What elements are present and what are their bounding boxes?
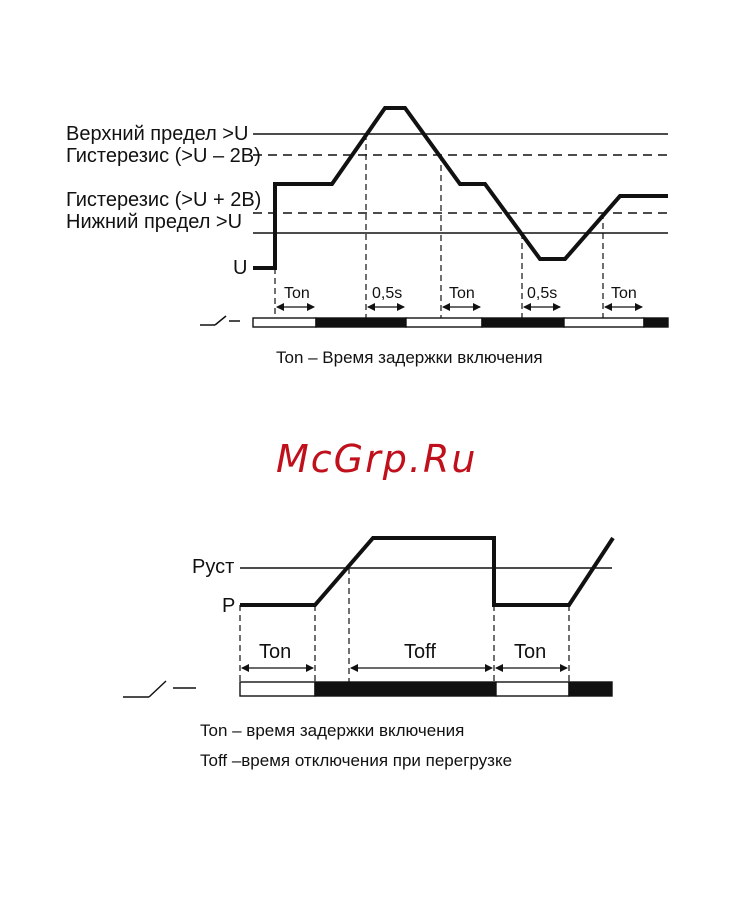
interval-label: Ton	[611, 285, 637, 302]
hysteresis-lower-label: Гистерезис (>U + 2B)	[66, 189, 261, 211]
interval-label: 0,5s	[527, 285, 557, 302]
power-signal-curve	[240, 538, 613, 605]
diagram2-caption-toff: Toff –время отключения при перегрузке	[200, 751, 512, 770]
voltage-relay-diagram: Верхний предел >U Гистерезис (>U – 2B) Г…	[66, 108, 668, 367]
interval-label: Toff	[404, 641, 436, 663]
power-relay-diagram: Руст P Ton Toff Ton Ton	[123, 538, 613, 770]
event-markers	[240, 568, 569, 682]
relay-state-bar	[253, 318, 668, 327]
signal-label-p: P	[222, 595, 235, 617]
setpoint-label: Руст	[192, 556, 234, 578]
diagram1-caption: Ton – Время задержки включения	[276, 348, 543, 367]
relay-contact-icon	[200, 316, 240, 325]
lower-limit-label: Нижний предел >U	[66, 211, 242, 233]
interval-label: Ton	[449, 285, 475, 302]
relay-contact-icon	[123, 681, 196, 697]
voltage-signal-curve	[253, 108, 668, 268]
interval-label: Ton	[259, 641, 291, 663]
watermark-logo: McGrp.Ru	[276, 437, 477, 481]
interval-label: 0,5s	[372, 285, 402, 302]
interval-label: Ton	[284, 285, 310, 302]
interval-label: Ton	[514, 641, 546, 663]
upper-limit-label: Верхний предел >U	[66, 123, 248, 145]
diagram2-caption-ton: Ton – время задержки включения	[200, 721, 464, 740]
hysteresis-upper-label: Гистерезис (>U – 2B)	[66, 145, 261, 167]
signal-label-u: U	[233, 257, 247, 279]
relay-state-bar	[240, 682, 612, 696]
